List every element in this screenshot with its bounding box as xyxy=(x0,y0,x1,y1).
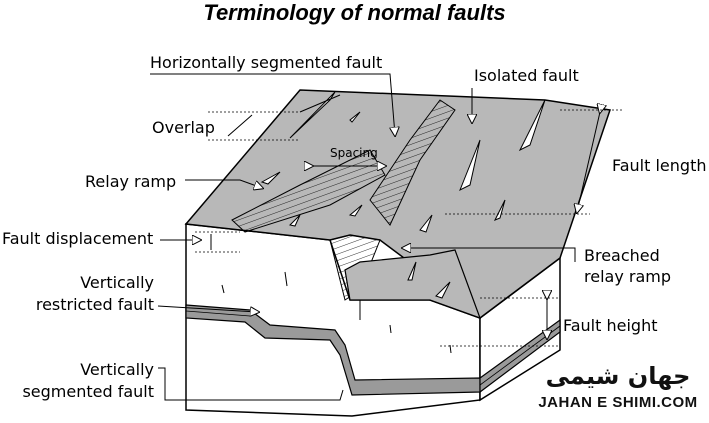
fault-trace xyxy=(348,204,363,217)
label-fault-displacement: Fault displacement xyxy=(2,229,154,248)
label-isolated-fault: Isolated fault xyxy=(474,66,579,85)
watermark-persian-text: جهان شیمی xyxy=(545,362,691,390)
fault-trace xyxy=(493,199,506,221)
label-spacing: Spacing xyxy=(330,146,378,160)
label-vertically-segmented-fault-line2: segmented fault xyxy=(22,382,154,401)
diagram-title: Terminology of normal faults xyxy=(203,0,506,25)
watermark-latin-text: JAHAN E SHIMI.COM xyxy=(538,394,698,411)
label-vertically-segmented-fault-line1: Vertically xyxy=(80,360,154,379)
label-fault-length: Fault length xyxy=(612,156,707,175)
fault-trace xyxy=(459,139,481,192)
fault-trace xyxy=(299,94,341,113)
hanging-wall-block xyxy=(344,249,482,320)
fault-trace xyxy=(518,99,546,152)
label-relay-ramp: Relay ramp xyxy=(85,172,177,191)
label-vertically-restricted-fault-line1: Vertically xyxy=(80,273,154,292)
fault-trace xyxy=(260,171,281,185)
stratum-band-right xyxy=(479,318,561,394)
label-vertically-restricted-fault-line2: restricted fault xyxy=(35,295,154,314)
label-horizontally-segmented-fault: Horizontally segmented fault xyxy=(150,53,383,72)
fault-trace xyxy=(288,214,301,227)
fault-trace xyxy=(435,281,451,299)
fault-trace xyxy=(289,91,336,139)
fault-trace xyxy=(349,111,361,123)
fault-trace xyxy=(407,261,417,281)
label-breached-relay-ramp-line2: relay ramp xyxy=(584,267,671,286)
watermark-logo: جهان شیمی JAHAN E SHIMI.COM xyxy=(528,362,708,420)
fault-trace xyxy=(419,214,433,233)
label-fault-height: Fault height xyxy=(563,316,658,335)
fault-scarp-center xyxy=(369,99,456,226)
label-breached-relay-ramp-line1: Breached xyxy=(584,246,660,265)
label-overlap: Overlap xyxy=(152,118,215,137)
